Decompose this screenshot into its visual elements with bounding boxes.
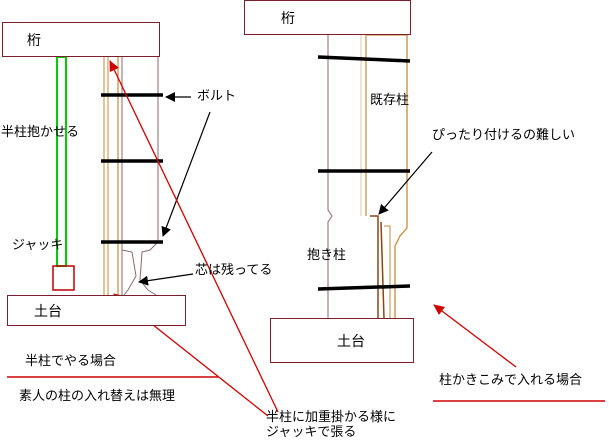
bolt-label: ボルト (197, 89, 237, 104)
carving-step-2 (384, 225, 391, 318)
half-pillar-label: 半柱抱かせる (1, 125, 80, 140)
jack-rod (56, 56, 67, 267)
existing-pillar-outline (121, 57, 159, 296)
red-arrow-to-beam (109, 60, 279, 413)
left-beam-label: 桁 (27, 32, 41, 49)
right-beam-label: 桁 (281, 10, 295, 27)
left-sill-label: 土台 (34, 303, 62, 320)
hug-pillar-outline (327, 35, 333, 318)
left-case-note: 素人の柱の入れ替えは無理 (19, 389, 176, 404)
carving-step (370, 215, 385, 319)
red-arrow-right-case (433, 304, 517, 368)
right-sill-label: 土台 (337, 333, 365, 350)
bolt-right-3 (317, 284, 411, 291)
bolt-right-1 (317, 55, 411, 63)
left-case-title: 半柱でやる場合 (25, 354, 117, 369)
jack-body (52, 265, 75, 291)
left-sill-box: 土台 (7, 295, 186, 326)
center-note-line1: 半柱に加重掛かる様に (266, 410, 397, 425)
bolt-diagonal-arrow (161, 111, 211, 237)
core-arrow (138, 273, 194, 286)
right-case-title: 柱かきこみで入れる場合 (439, 373, 583, 388)
hug-pillar-label: 抱き柱 (307, 248, 347, 263)
existing-pillar-label: 既存柱 (370, 93, 410, 108)
difficulty-label: ぴったり付けるの難しい (432, 128, 576, 143)
core-label: 芯は残ってる (195, 263, 273, 278)
difficulty-arrow (378, 151, 433, 215)
right-beam-box: 桁 (244, 0, 411, 35)
jack-label: ジャッキ (12, 238, 64, 253)
center-note-line2: ジャッキで張る (266, 425, 357, 440)
existing-pillar-right-outline (367, 34, 408, 318)
left-beam-box: 桁 (2, 22, 160, 57)
right-sill-box: 土台 (270, 318, 414, 363)
